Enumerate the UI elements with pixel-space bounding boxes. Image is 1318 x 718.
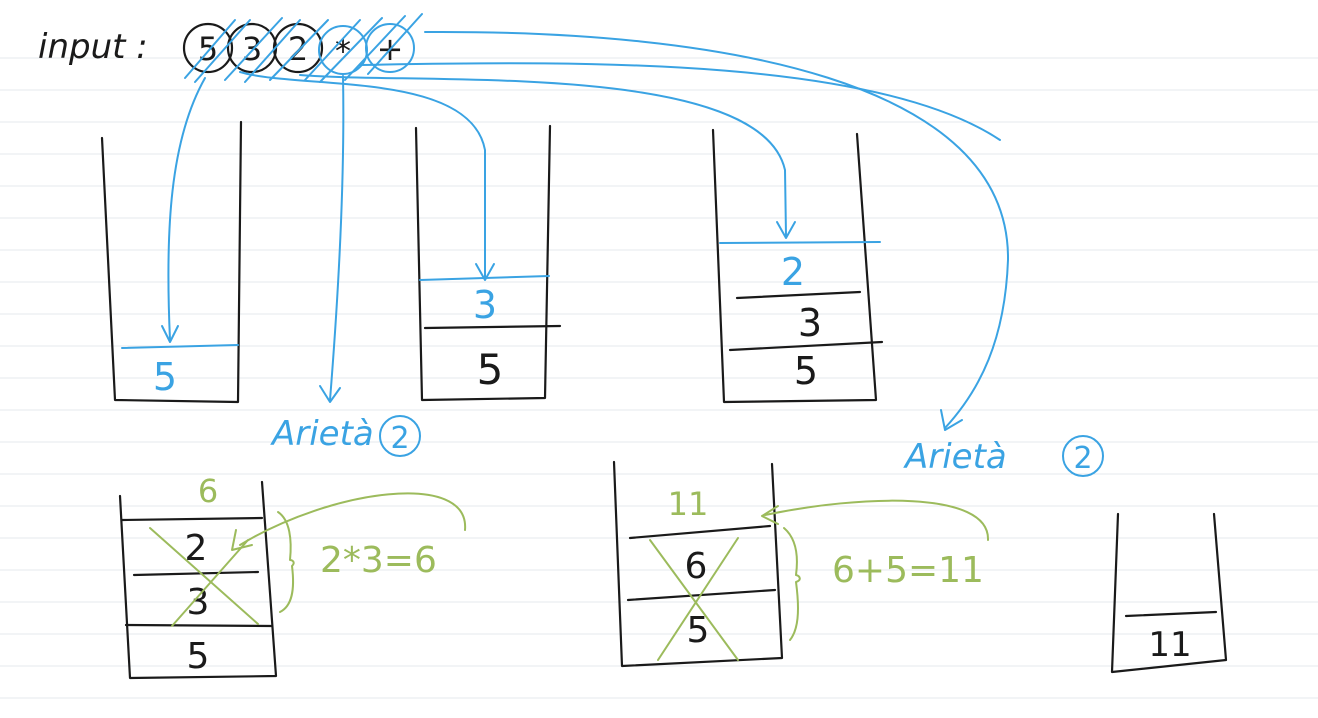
stack-5-equation: 6+5=11 [832,550,984,591]
stack-4-middle: 3 [187,582,210,623]
arrowhead-push-3 [475,263,495,281]
stack-3-middle: 3 [798,301,822,345]
stack-2: 3 5 [414,124,562,402]
stack-5-top: 6 [685,546,708,587]
arrowhead-push-2 [776,221,796,239]
svg-text:3: 3 [242,30,262,68]
stack-1: 5 [100,120,243,404]
stack-3: 2 3 5 [711,128,884,404]
stack-5-bottom: 5 [687,610,710,651]
arrowhead-add-arity [940,409,963,431]
arity-mul-value: 2 [390,421,409,456]
arity-mul: Arietà 2 [270,414,421,457]
arity-add: Arietà 2 [903,435,1104,477]
stack-3-bottom: 5 [794,349,818,393]
stack-4-result-arrow [239,492,467,546]
arrowhead-push-5 [161,325,179,343]
svg-text:5: 5 [198,30,218,68]
arrow-add-secondary [359,62,1001,141]
token-2: 2 [272,22,324,74]
stack-5-result-arrow [764,499,990,541]
stack-4-brace [277,511,295,613]
input-label: input : [38,27,148,67]
stack-2-bottom: 5 [477,345,504,394]
push-arrows [161,30,1010,431]
stack-5-result: 11 [668,485,709,523]
stack-5-brace [783,527,801,641]
token-3: * [318,25,368,75]
arity-add-value: 2 [1073,441,1092,476]
arrow-mul-arity [329,75,345,401]
stack-2-top: 3 [473,283,497,327]
stack-4-top: 2 [185,528,208,569]
stack-4-bottom: 5 [187,636,210,677]
arrow-push-2 [299,74,787,237]
arrow-push-5 [167,77,206,341]
arity-mul-label: Arietà [270,414,374,454]
stack-1-top: 5 [153,355,177,399]
svg-text:2: 2 [288,30,308,68]
stack-4-result: 6 [198,472,218,510]
stack-5: 11 6 5 6+5=11 [612,460,990,668]
token-crossout-hatch [184,13,423,83]
stack-4-equation: 2*3=6 [320,540,437,581]
stack-4: 6 2 3 5 2*3=6 [118,472,467,680]
arrow-add-arity [424,30,1010,429]
arrowhead-mul-arity [319,385,341,403]
arrow-push-3 [239,71,486,279]
arity-add-label: Arietà [903,437,1007,477]
stack-6-value: 11 [1148,625,1191,665]
stack-3-top: 2 [781,250,805,294]
stack-6: 11 [1110,512,1228,674]
